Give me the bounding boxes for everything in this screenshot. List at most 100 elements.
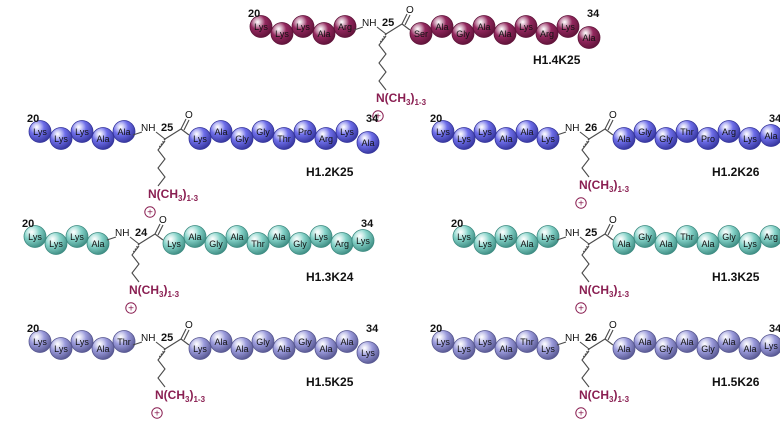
residue-label: Ala xyxy=(499,134,512,144)
ammonium-main: N(CH xyxy=(579,178,609,192)
carbonyl-bond xyxy=(154,223,161,235)
residue-bead: Lys xyxy=(49,337,73,360)
residue-bead: Thr xyxy=(675,225,699,248)
positive-charge-circle xyxy=(575,302,587,314)
backbone-bond xyxy=(353,26,364,31)
residue-label: Lys xyxy=(54,134,68,144)
positive-charge-sign: + xyxy=(578,199,584,210)
residue-circle xyxy=(473,232,497,255)
backbone-bond xyxy=(579,236,590,245)
residue-bead: Gly xyxy=(251,120,275,143)
residue-label: Arg xyxy=(319,134,333,144)
residue-circle xyxy=(696,127,720,150)
residue-bead: Pro xyxy=(293,120,317,143)
lysine-side-chain xyxy=(378,35,387,91)
ammonium-label: N(CH3)1-3 xyxy=(148,187,199,203)
residue-label: Lys xyxy=(296,22,310,32)
residue-label: Lys xyxy=(499,232,513,242)
residue-circle xyxy=(49,127,73,150)
residue-circle xyxy=(494,225,518,248)
residue-bead: Ala xyxy=(314,337,338,360)
residue-bead: Lys xyxy=(44,232,68,255)
nh-label: NH xyxy=(141,333,155,344)
peptide-panel-h15k25: LysLysLysAlaThr20NHO25LysAlaAlaGlyAlaGly… xyxy=(27,320,380,420)
residue-bead: Gly xyxy=(288,232,312,255)
start-index: 20 xyxy=(27,113,39,125)
backbone-bond xyxy=(588,338,606,350)
residue-bead: Gly xyxy=(717,225,741,248)
site-index: 26 xyxy=(585,332,597,344)
residue-bead: Thr xyxy=(515,330,539,353)
positive-charge-sign: + xyxy=(578,409,584,420)
oxygen-label: O xyxy=(185,110,193,121)
residue-circle xyxy=(251,330,275,353)
nh-label: NH xyxy=(565,123,579,134)
ammonium-label: N(CH3)1-3 xyxy=(155,388,206,404)
end-index: 34 xyxy=(366,323,379,335)
lysine-side-chain xyxy=(157,140,166,187)
residue-bead: Lys xyxy=(70,330,94,353)
lysine-side-chain xyxy=(581,140,590,178)
residue-circle xyxy=(351,229,375,252)
residue-label: Arg xyxy=(722,127,736,137)
residue-bead: Ala xyxy=(335,330,359,353)
residue-bead: Lys xyxy=(556,15,580,38)
residue-circle xyxy=(556,15,580,38)
nh-label: NH xyxy=(362,18,376,29)
residue-bead: Gly xyxy=(251,330,275,353)
carbonyl-bond xyxy=(180,328,187,340)
residue-circle xyxy=(675,225,699,248)
residue-bead: Ala xyxy=(91,337,115,360)
residue-circle xyxy=(112,330,136,353)
residue-label: Pro xyxy=(298,127,312,137)
ammonium-sub3: 3 xyxy=(159,290,164,299)
backbone-bond xyxy=(129,236,140,245)
residue-label: Lys xyxy=(340,127,354,137)
residue-circle xyxy=(272,337,296,360)
start-index: 20 xyxy=(248,8,260,20)
ammonium-label: N(CH3)1-3 xyxy=(579,178,630,194)
residue-circle xyxy=(356,131,380,154)
residue-label: Ala xyxy=(317,29,330,39)
positive-charge-circle xyxy=(144,206,156,218)
positive-charge-circle xyxy=(575,197,587,209)
ammonium-main: N(CH xyxy=(129,283,159,297)
ammonium-label: N(CH3)1-3 xyxy=(579,283,630,299)
residue-bead: Thr xyxy=(675,120,699,143)
residue-bead: Lys xyxy=(494,225,518,248)
backbone-bond xyxy=(155,341,166,350)
residue-bead: Ala xyxy=(493,22,517,45)
residue-label: Gly xyxy=(256,337,270,347)
residue-circle xyxy=(515,232,539,255)
residue-circle xyxy=(633,120,657,143)
residue-circle xyxy=(675,120,699,143)
carbonyl-bond xyxy=(604,328,611,340)
residue-label: Ala xyxy=(272,232,285,242)
residue-label: Arg xyxy=(540,29,554,39)
residue-bead: Ala xyxy=(91,127,115,150)
residue-label: Lys xyxy=(75,127,89,137)
ammonium-range: 1-3 xyxy=(167,290,179,299)
residue-bead: Lys xyxy=(473,232,497,255)
backbone-bond xyxy=(579,131,590,140)
residue-label: Lys xyxy=(457,344,471,354)
residue-bead: Arg xyxy=(717,120,741,143)
residue-label: Lys xyxy=(541,344,555,354)
positive-charge-sign: + xyxy=(375,112,381,123)
residue-circle xyxy=(738,232,762,255)
residue-label: Arg xyxy=(335,239,349,249)
backbone-bond xyxy=(132,341,143,346)
ammonium-range: 1-3 xyxy=(193,395,205,404)
backbone-bond xyxy=(155,131,166,140)
residue-circle xyxy=(288,232,312,255)
backbone-bond xyxy=(138,233,156,245)
carbonyl-bond xyxy=(401,13,408,25)
stereo-wedge xyxy=(582,243,590,254)
positive-charge-circle xyxy=(151,407,163,419)
residue-circle xyxy=(759,225,780,248)
ammonium-main: N(CH xyxy=(148,187,178,201)
residue-circle xyxy=(717,330,741,353)
residue-bead: Lys xyxy=(188,337,212,360)
ammonium-main: N(CH xyxy=(376,91,406,105)
residue-bead: Ala xyxy=(494,127,518,150)
